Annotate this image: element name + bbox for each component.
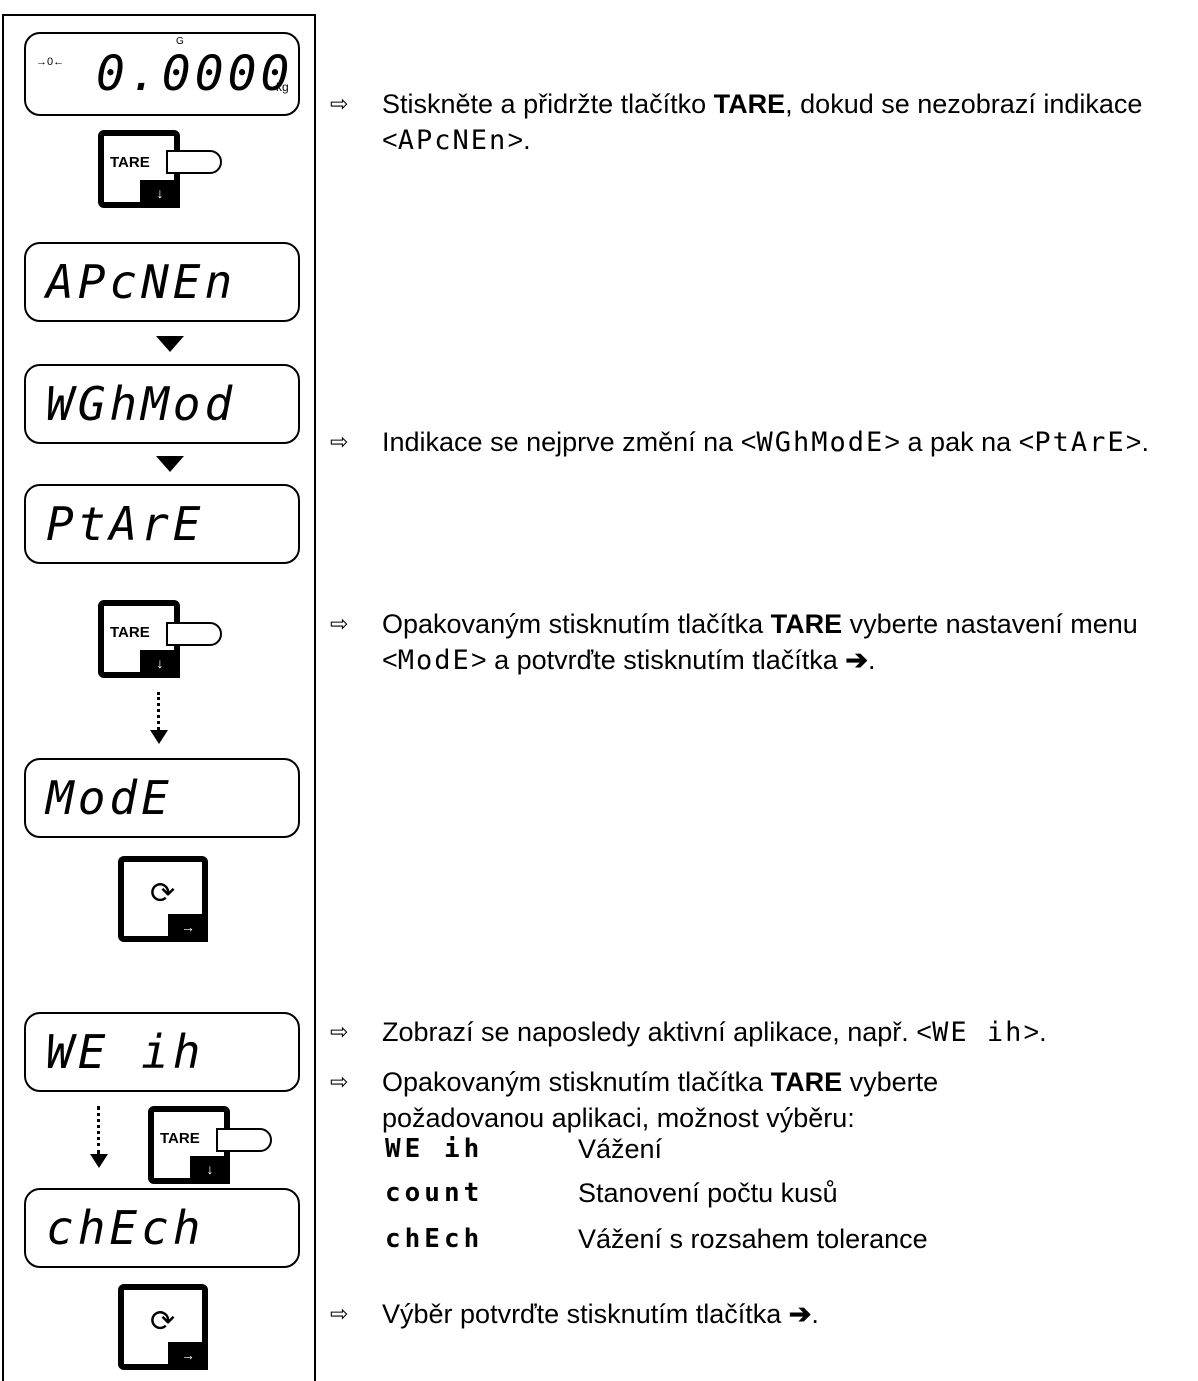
lcd-weigh: WE ih [24, 1012, 300, 1092]
arrow-down-icon [150, 730, 168, 744]
bullet-arrow-icon: ⇨ [330, 91, 349, 116]
option-label: Stanovení počtu kusů [578, 1178, 838, 1208]
option-code: WE ih [385, 1134, 484, 1164]
text: Výběr potvrďte stisknutím tlačítka [382, 1299, 789, 1329]
lcd-ptare: PtArE [24, 484, 300, 564]
option-code: chEch [385, 1224, 484, 1254]
text: . [867, 645, 876, 675]
right-arrow-icon: ➔ [845, 645, 868, 675]
tare-bold: TARE [770, 1067, 843, 1097]
refresh-icon: ⟳ [150, 1305, 176, 1338]
text: Opakovaným stisknutím tlačítka [382, 1067, 771, 1097]
instruction-text: Zobrazí se naposledy aktivní aplikace, n… [382, 1014, 1192, 1051]
finger-hold-icon [166, 150, 222, 174]
enter-key[interactable]: ⟳ → [118, 1284, 208, 1370]
tare-key[interactable]: TARE ↓ [98, 130, 180, 208]
lcd-text: WGhMod [46, 377, 237, 431]
instruction-text: Stiskněte a přidržte tlačítko TARE, doku… [382, 86, 1192, 159]
dashed-line [157, 692, 160, 730]
option-label: Vážení s rozsahem tolerance [578, 1224, 928, 1254]
text: , dokud se nezobrazí indikace < [382, 89, 1143, 155]
text: >. [1125, 427, 1149, 457]
bullet-arrow-icon: ⇨ [330, 1301, 349, 1326]
option-label: Vážení [578, 1134, 663, 1164]
text: > a pak na < [884, 427, 1035, 457]
text: >. [507, 125, 531, 155]
option-code: count [385, 1178, 484, 1208]
down-arrow-icon: ↓ [190, 1156, 230, 1184]
enter-key[interactable]: ⟳ → [118, 856, 208, 942]
text: vyberte požadovanou aplikaci, možnost vý… [382, 1067, 939, 1133]
bullet-arrow-icon: ⇨ [330, 611, 349, 636]
chevron-down-icon [156, 336, 184, 352]
lcd-code: ModE [397, 645, 471, 676]
text: Opakovaným stisknutím tlačítka [382, 609, 771, 639]
instruction-text: Výběr potvrďte stisknutím tlačítka ➔. [382, 1296, 1192, 1332]
lcd-text: ModE [46, 771, 173, 825]
instruction-text: Opakovaným stisknutím tlačítka TARE vybe… [382, 606, 1192, 679]
text: Indikace se nejprve změní na < [382, 427, 757, 457]
tare-bold: TARE [713, 89, 786, 119]
lcd-wgmod: WGhMod [24, 364, 300, 444]
lcd-weight-display: →0← G 0.0000 kg [24, 32, 300, 116]
weight-value: 0.0000 [96, 46, 294, 102]
text: Stiskněte a přidržte tlačítko [382, 89, 714, 119]
lcd-code: APcNEn [397, 125, 508, 156]
lcd-code: PtArE [1034, 427, 1126, 458]
text: vyberte nastavení menu < [382, 609, 1138, 675]
tare-key-label: TARE [160, 1130, 200, 1147]
lcd-code: WE ih [932, 1017, 1024, 1048]
lcd-apcmen: APcNEn [24, 242, 300, 322]
finger-press-icon [216, 1128, 272, 1152]
lcd-code: WGhModE [756, 427, 885, 458]
tare-key-label: TARE [110, 154, 150, 171]
bullet-arrow-icon: ⇨ [330, 1069, 349, 1094]
illustration-column: →0← G 0.0000 kg TARE ↓ APcNEn WGhMod PtA… [2, 14, 316, 1381]
finger-press-icon [166, 622, 222, 646]
text: Zobrazí se naposledy aktivní aplikace, n… [382, 1017, 933, 1047]
arrow-down-icon [90, 1154, 108, 1168]
down-arrow-icon: ↓ [140, 650, 180, 678]
chevron-down-icon [156, 456, 184, 472]
zero-indicator-icon: →0← [36, 56, 65, 68]
bullet-arrow-icon: ⇨ [330, 1019, 349, 1044]
right-arrow-icon: → [168, 914, 208, 942]
bullet-arrow-icon: ⇨ [330, 429, 349, 454]
lcd-text: chEch [46, 1201, 205, 1255]
tare-key-label: TARE [110, 624, 150, 641]
tare-bold: TARE [770, 609, 843, 639]
instruction-text: Opakovaným stisknutím tlačítka TARE vybe… [382, 1064, 1082, 1136]
dashed-line [97, 1106, 100, 1154]
text: >. [1023, 1017, 1047, 1047]
lcd-text: APcNEn [46, 255, 237, 309]
down-arrow-icon: ↓ [140, 180, 180, 208]
refresh-icon: ⟳ [150, 877, 176, 910]
text: > a potvrďte stisknutím tlačítka [470, 645, 846, 675]
gross-mark: G [176, 36, 184, 47]
lcd-text: PtArE [46, 497, 205, 551]
lcd-text: WE ih [46, 1025, 205, 1079]
weight-unit: kg [276, 80, 289, 94]
right-arrow-icon: ➔ [788, 1299, 812, 1329]
right-arrow-icon: → [168, 1342, 208, 1370]
lcd-check: chEch [24, 1188, 300, 1268]
text: . [811, 1299, 819, 1329]
lcd-mode: ModE [24, 758, 300, 838]
instruction-text: Indikace se nejprve změní na <WGhModE> a… [382, 424, 1192, 461]
